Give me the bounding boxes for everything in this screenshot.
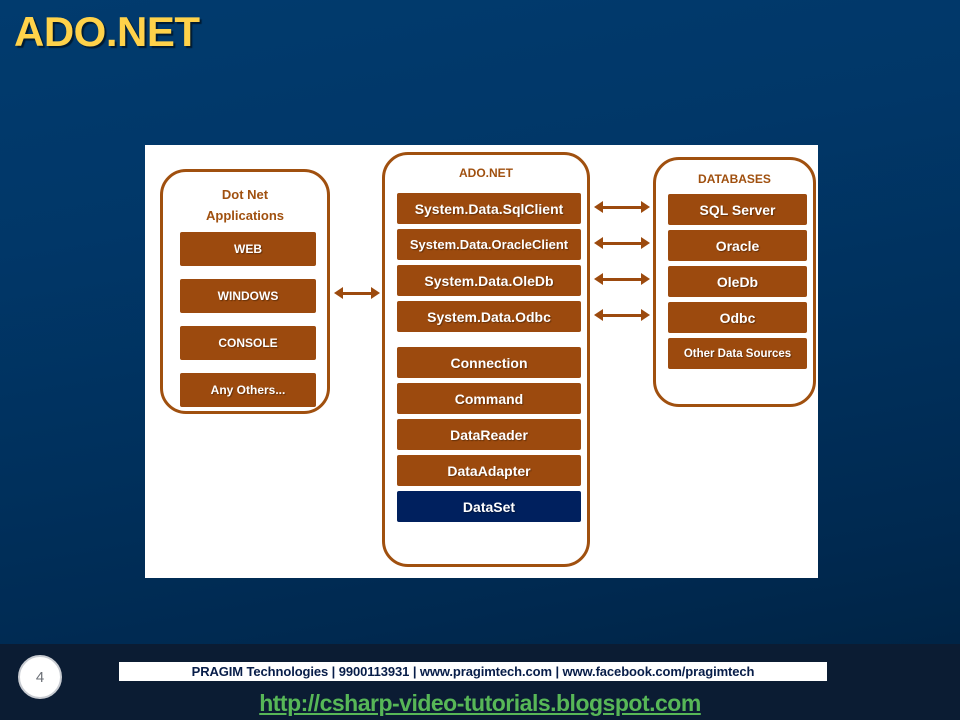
arrow-head-left-icon — [594, 237, 603, 249]
footer-band — [0, 644, 960, 720]
arrow-head-right-icon — [371, 287, 380, 299]
box-other-data-sources[interactable]: Other Data Sources — [667, 337, 808, 370]
diagram-canvas: Dot Net Applications WEB WINDOWS CONSOLE… — [145, 145, 818, 578]
arrow-shaft — [601, 206, 643, 209]
box-web[interactable]: WEB — [179, 231, 317, 267]
arrow-head-right-icon — [641, 237, 650, 249]
box-system-data-sqlclient[interactable]: System.Data.SqlClient — [396, 192, 582, 225]
box-dataset[interactable]: DataSet — [396, 490, 582, 523]
box-connection[interactable]: Connection — [396, 346, 582, 379]
arrow-head-left-icon — [334, 287, 343, 299]
arrow-shaft — [601, 278, 643, 281]
box-sql-server[interactable]: SQL Server — [667, 193, 808, 226]
arrow-oracleclient-to-oracle — [594, 236, 650, 250]
slide-number-badge: 4 — [18, 655, 62, 699]
group-databases-title: DATABASES — [698, 172, 771, 186]
footer-contact-banner: PRAGIM Technologies | 9900113931 | www.p… — [118, 661, 828, 682]
arrow-shaft — [341, 292, 373, 295]
arrow-head-right-icon — [641, 201, 650, 213]
arrow-shaft — [601, 314, 643, 317]
arrow-head-left-icon — [594, 201, 603, 213]
page-title: ADO.NET — [14, 8, 200, 55]
box-system-data-oledb[interactable]: System.Data.OleDb — [396, 264, 582, 297]
arrow-apps-to-adonet — [334, 286, 380, 300]
box-console[interactable]: CONSOLE — [179, 325, 317, 361]
footer-url-link[interactable]: http://csharp-video-tutorials.blogspot.c… — [259, 690, 701, 716]
box-system-data-oracleclient[interactable]: System.Data.OracleClient — [396, 228, 582, 261]
box-oracle[interactable]: Oracle — [667, 229, 808, 262]
arrow-head-right-icon — [641, 273, 650, 285]
box-system-data-odbc[interactable]: System.Data.Odbc — [396, 300, 582, 333]
arrow-oledb-to-oledb — [594, 272, 650, 286]
box-any-others[interactable]: Any Others... — [179, 372, 317, 408]
box-dataadapter[interactable]: DataAdapter — [396, 454, 582, 487]
arrow-sqlclient-to-sqlserver — [594, 200, 650, 214]
box-datareader[interactable]: DataReader — [396, 418, 582, 451]
group-dotnet-applications: Dot Net Applications WEB WINDOWS CONSOLE… — [160, 169, 330, 414]
arrow-head-right-icon — [641, 309, 650, 321]
arrow-head-left-icon — [594, 273, 603, 285]
box-command[interactable]: Command — [396, 382, 582, 415]
group-dotnet-applications-title: Dot Net Applications — [163, 184, 327, 226]
box-windows[interactable]: WINDOWS — [179, 278, 317, 314]
arrow-head-left-icon — [594, 309, 603, 321]
arrow-shaft — [601, 242, 643, 245]
box-oledb[interactable]: OleDb — [667, 265, 808, 298]
group-adonet: ADO.NET System.Data.SqlClient System.Dat… — [382, 152, 590, 567]
box-odbc[interactable]: Odbc — [667, 301, 808, 334]
group-databases: DATABASES SQL Server Oracle OleDb Odbc O… — [653, 157, 816, 407]
group-dotnet-title-line2: Applications — [205, 208, 284, 223]
group-dotnet-title-line1: Dot Net — [221, 187, 269, 202]
arrow-odbc-to-odbc — [594, 308, 650, 322]
group-adonet-title: ADO.NET — [459, 166, 513, 180]
